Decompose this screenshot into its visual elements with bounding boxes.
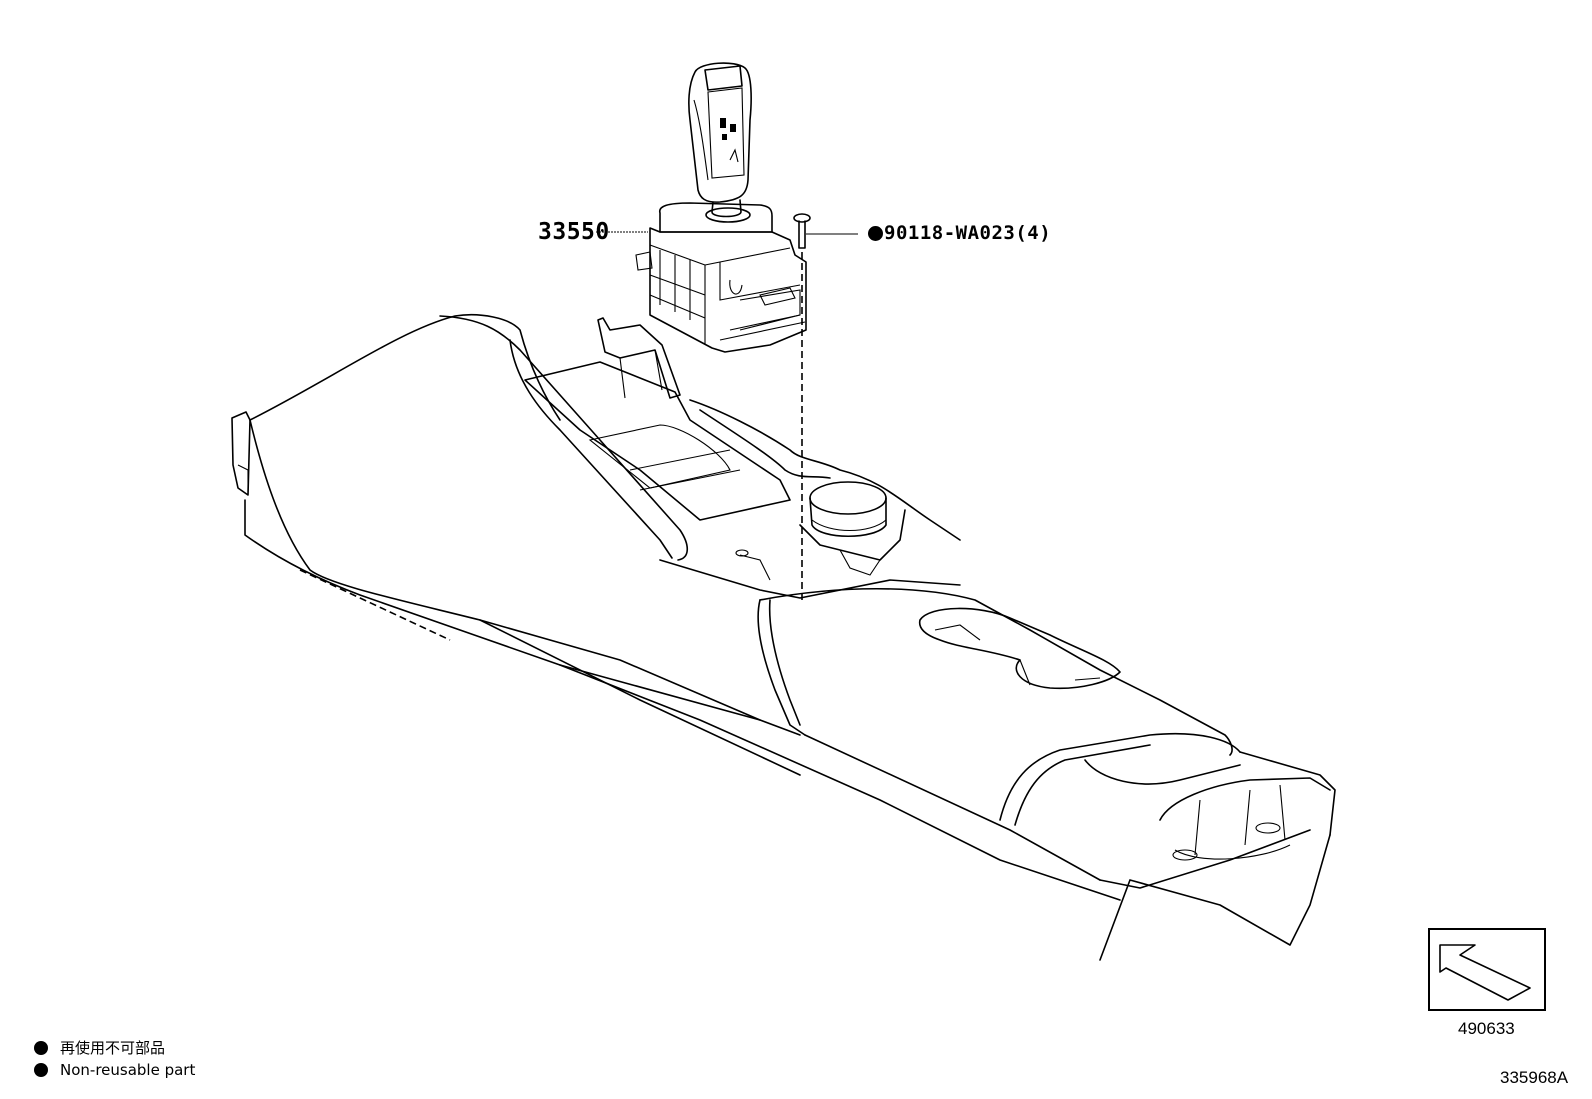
part-number-text: 90118-WA023(4) <box>884 222 1052 244</box>
shift-knob <box>688 62 752 218</box>
non-reusable-dot-icon <box>868 225 883 241</box>
view-code: 490633 <box>1458 1019 1515 1038</box>
bullet-dot-icon <box>34 1063 48 1077</box>
legend-item-english: Non-reusable part <box>34 1061 195 1079</box>
bullet-dot-icon <box>34 1040 48 1055</box>
legend-item-japanese: 再使用不可部品 <box>34 1037 165 1058</box>
legend-text: Non-reusable part <box>60 1061 196 1079</box>
shift-lever-assembly <box>635 202 807 353</box>
legend-text: 再使用不可部品 <box>60 1039 166 1057</box>
illustration-code: 335968A <box>1500 1068 1569 1087</box>
part-label-90118-wa023: 90118-WA023(4) <box>868 222 1051 244</box>
center-console <box>231 313 1336 961</box>
view-direction-box <box>1428 928 1546 1011</box>
view-arrow-icon <box>1439 944 1531 1001</box>
screw-fastener <box>793 213 811 600</box>
part-label-33550: 33550 <box>538 219 610 245</box>
